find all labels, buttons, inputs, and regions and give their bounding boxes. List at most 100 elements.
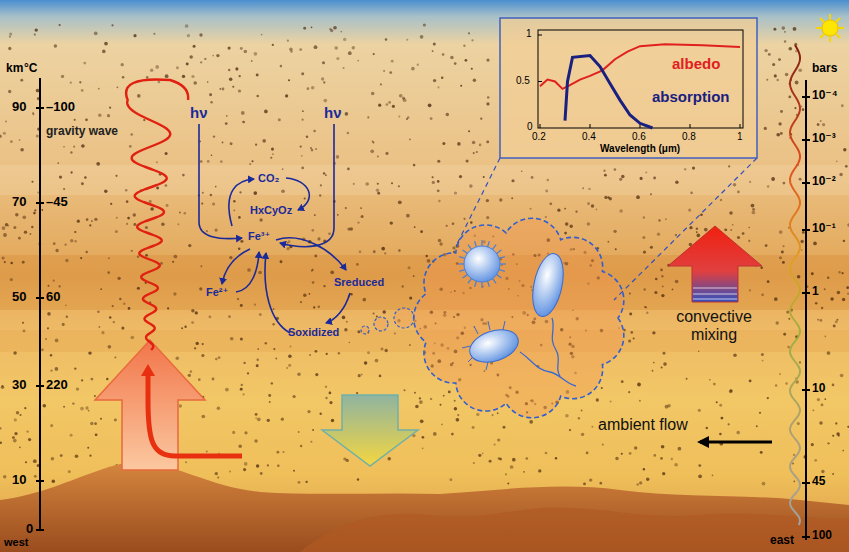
aerosol-dot (233, 209, 235, 211)
aerosol-dot (107, 114, 110, 117)
aerosol-dot (364, 361, 367, 364)
aerosol-dot (153, 33, 155, 35)
aerosol-dot (480, 118, 482, 120)
aerosol-dot (240, 240, 243, 243)
aerosol-dot (87, 447, 89, 449)
aerosol-dot (106, 378, 108, 380)
aerosol-dot (698, 351, 700, 353)
aerosol-dot (752, 211, 756, 215)
aerosol-dot (3, 233, 7, 237)
aerosol-dot (555, 457, 557, 459)
aerosol-dot (503, 426, 506, 429)
cloud-outline (414, 218, 624, 418)
radiation-wave (790, 45, 800, 525)
aerosol-dot (454, 62, 457, 65)
aerosol-dot (398, 249, 401, 252)
aerosol-dot (569, 429, 571, 431)
aerosol-dot (206, 450, 208, 452)
aerosol-dot (0, 442, 2, 444)
aerosol-dot (847, 223, 849, 227)
aerosol-dot (835, 422, 837, 424)
aerosol-dot (96, 162, 100, 166)
photon-label: hν (324, 104, 342, 121)
aerosol-dot (724, 228, 727, 231)
aerosol-dot (413, 164, 416, 167)
aerosol-dot (199, 33, 202, 36)
chemistry-label: CO₂ (258, 172, 279, 185)
aerosol-dot (772, 63, 775, 66)
aerosol-dot (719, 433, 722, 436)
aerosol-dot (301, 167, 304, 170)
aerosol-dot (108, 257, 110, 259)
aerosol-dot (394, 333, 396, 335)
aerosol-dot (482, 452, 484, 454)
aerosol-dot (385, 152, 388, 155)
aerosol-dot (222, 88, 225, 91)
aerosol-dot (432, 176, 434, 178)
aerosol-dot (774, 74, 777, 77)
aerosol-dot (688, 209, 691, 212)
aerosol-dot (473, 78, 476, 81)
aerosol-dot (88, 351, 91, 354)
aerosol-dot (359, 250, 362, 253)
aerosol-dot (836, 160, 838, 162)
aerosol-dot (253, 191, 257, 195)
aerosol-dot (472, 426, 475, 429)
aerosol-dot (247, 268, 251, 272)
aerosol-dot (109, 316, 112, 319)
aerosol-dot (199, 287, 202, 290)
aerosol-dot (786, 310, 789, 313)
pressure-tick: 10⁻¹ (812, 222, 836, 236)
aerosol-dot (240, 304, 243, 307)
aerosol-dot (166, 204, 169, 207)
aerosol-dot (204, 58, 206, 60)
aerosol-dot (775, 321, 778, 324)
aerosol-dot (336, 57, 339, 60)
aerosol-dot (437, 189, 440, 192)
aerosol-dot (193, 81, 197, 85)
aerosol-dot (330, 29, 333, 32)
aerosol-dot (309, 354, 311, 356)
aerosol-dot (25, 461, 27, 463)
aerosol-dot (650, 193, 652, 195)
chart-tick: 1 (737, 131, 743, 143)
aerosol-dot (89, 224, 91, 226)
aerosol-dot (13, 226, 16, 229)
aerosol-dot (10, 278, 13, 281)
aerosol-dot (454, 191, 457, 194)
aerosol-dot (433, 79, 436, 82)
aerosol-dot (373, 53, 375, 55)
aerosol-dot (312, 281, 315, 284)
aerosol-dot (125, 189, 128, 192)
aerosol-dot (448, 390, 451, 393)
aerosol-dot (59, 175, 62, 178)
aerosol-dot (333, 26, 337, 30)
aerosol-dot (398, 115, 400, 117)
aerosol-dot (262, 139, 266, 143)
aerosol-dot (74, 119, 76, 121)
aerosol-dot (45, 338, 47, 340)
aerosol-dot (156, 161, 158, 163)
process-label: ambient flow (598, 416, 688, 434)
aerosol-dot (22, 261, 25, 264)
aerosol-dot (350, 227, 353, 230)
aerosol-dot (32, 113, 34, 115)
direction-label: west (4, 536, 28, 549)
aerosol-dot (696, 231, 698, 233)
aerosol-dot (315, 148, 317, 150)
aerosol-dot (672, 289, 674, 291)
aerosol-dot (325, 397, 327, 399)
aerosol-dot (200, 61, 202, 63)
aerosol-dot (473, 152, 475, 154)
aerosol-dot (310, 441, 312, 443)
convection-arrow (668, 226, 762, 302)
aerosol-dot (314, 214, 316, 216)
aerosol-dot (660, 269, 663, 272)
aerosol-dot (419, 397, 421, 399)
aerosol-dot (188, 374, 191, 377)
aerosol-dot (146, 76, 149, 79)
aerosol-dot (713, 383, 716, 386)
aerosol-dot (62, 323, 65, 326)
aerosol-dot (97, 310, 100, 313)
aerosol-dot (545, 452, 548, 455)
